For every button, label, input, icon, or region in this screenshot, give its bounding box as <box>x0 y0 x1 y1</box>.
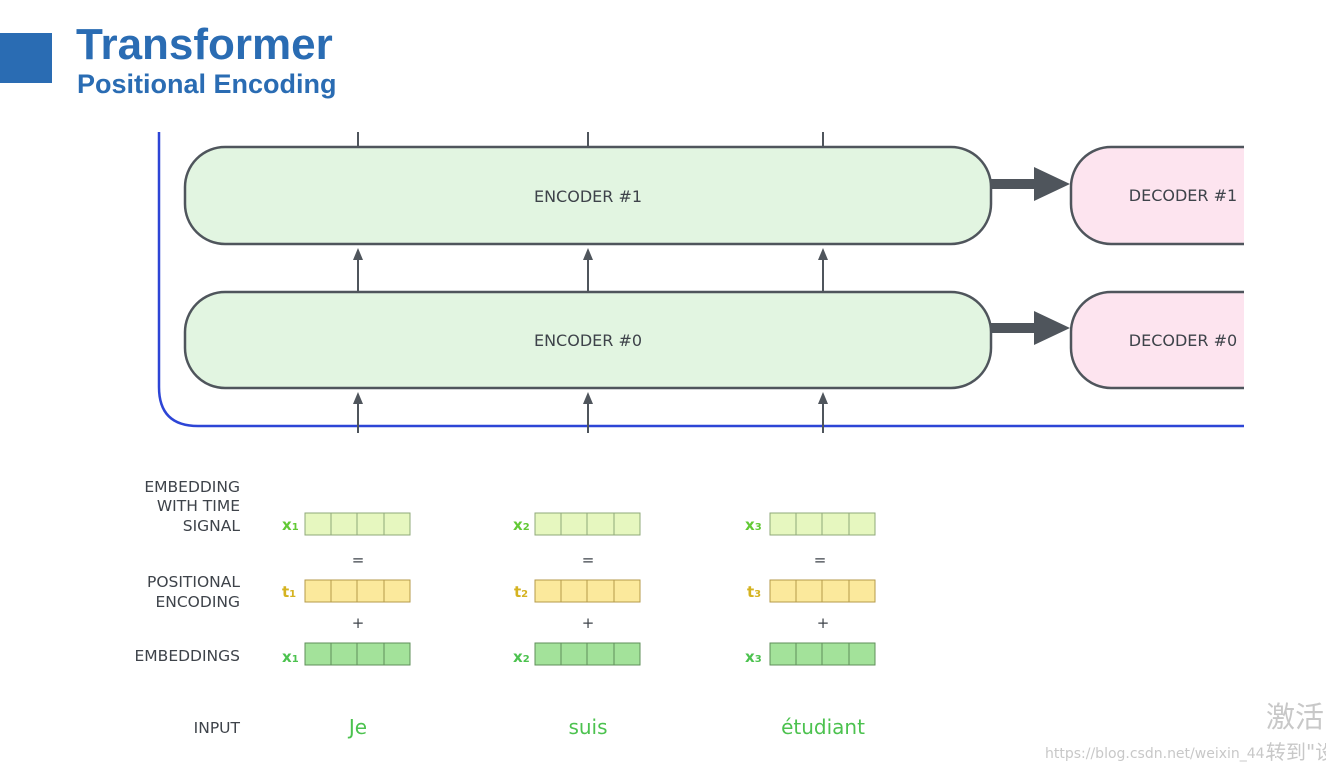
encoder-0-label: ENCODER #0 <box>534 331 642 350</box>
positional-cell <box>383 579 411 603</box>
positional-cell <box>848 579 876 603</box>
time-signal-vector-name-2: x2 <box>513 516 530 534</box>
encoder-1-to-decoder-1-arrow <box>991 167 1070 201</box>
decoder-0-box <box>1069 290 1244 390</box>
embedding-cell <box>848 642 876 666</box>
positional-cell <box>534 579 562 603</box>
encoder-stack-frame <box>157 132 1244 428</box>
input-word-3: étudiant <box>781 715 865 739</box>
encoder-0-to-decoder-0-arrow <box>991 311 1070 345</box>
token-column-1: x1 = t1 + x1 Je <box>282 512 411 739</box>
time-signal-cell <box>356 512 385 536</box>
column-1-flow-arrows <box>353 132 363 433</box>
watermark-settings-text: 转到"设 <box>1266 740 1326 764</box>
row-label-embeddings: EMBEDDINGS <box>135 647 240 665</box>
decoder-1-box <box>1069 145 1244 246</box>
embedding-cell <box>821 642 850 666</box>
time-signal-vector-name-1: x1 <box>282 516 299 534</box>
plus-sign: + <box>817 614 830 632</box>
equals-sign: = <box>814 551 827 569</box>
embedding-vector-name-1: x1 <box>282 648 299 666</box>
column-2-flow-arrows <box>583 132 593 433</box>
token-column-2: x2 = t2 + x2 suis <box>513 512 641 739</box>
row-label-embedding-with-time-signal-line1: EMBEDDING <box>144 478 240 496</box>
positional-cell <box>821 579 850 603</box>
positional-cell <box>769 579 797 603</box>
positional-vector-name-3: t3 <box>747 583 761 601</box>
positional-cell <box>356 579 385 603</box>
watermark-url: https://blog.csdn.net/weixin_44... <box>1045 746 1278 762</box>
token-column-3: x3 = t3 + x3 étudiant <box>745 512 876 739</box>
positional-vector-name-2: t2 <box>514 583 528 601</box>
watermark-activate-text: 激活 <box>1266 700 1325 734</box>
time-signal-cell <box>383 512 411 536</box>
positional-cell <box>560 579 588 603</box>
column-3-flow-arrows <box>818 132 828 433</box>
positional-cell <box>304 579 332 603</box>
positional-cell <box>613 579 641 603</box>
row-label-input: INPUT <box>194 719 241 737</box>
row-label-embedding-with-time-signal-line3: SIGNAL <box>183 517 241 535</box>
slide-title: Transformer <box>76 20 333 69</box>
positional-vector-name-1: t1 <box>282 583 296 601</box>
plus-sign: + <box>352 614 365 632</box>
embedding-cell <box>613 642 641 666</box>
decoder-0-label: DECODER #0 <box>1129 331 1237 350</box>
input-word-1: Je <box>347 715 367 739</box>
decoder-1-label: DECODER #1 <box>1129 186 1237 205</box>
positional-cell <box>795 579 823 603</box>
plus-sign: + <box>582 614 595 632</box>
embedding-cell <box>383 642 411 666</box>
input-word-2: suis <box>568 715 607 739</box>
embedding-cell <box>356 642 385 666</box>
time-signal-cell <box>821 512 850 536</box>
positional-cell <box>330 579 358 603</box>
embedding-cell <box>586 642 615 666</box>
embedding-vector-name-3: x3 <box>745 648 762 666</box>
time-signal-cell <box>330 512 358 536</box>
time-signal-cell <box>769 512 797 536</box>
embedding-cell <box>304 642 332 666</box>
time-signal-cell <box>586 512 615 536</box>
embedding-cell <box>534 642 562 666</box>
time-signal-cell <box>613 512 641 536</box>
row-label-positional-encoding-line2: ENCODING <box>155 593 240 611</box>
slide-marker <box>0 33 52 83</box>
embedding-cell <box>560 642 588 666</box>
positional-cell <box>586 579 615 603</box>
time-signal-cell <box>848 512 876 536</box>
time-signal-cell <box>560 512 588 536</box>
time-signal-cell <box>795 512 823 536</box>
embedding-cell <box>330 642 358 666</box>
time-signal-cell <box>304 512 332 536</box>
equals-sign: = <box>582 551 595 569</box>
equals-sign: = <box>352 551 365 569</box>
row-label-positional-encoding-line1: POSITIONAL <box>147 573 240 591</box>
time-signal-cell <box>534 512 562 536</box>
embedding-vector-name-2: x2 <box>513 648 530 666</box>
embedding-cell <box>795 642 823 666</box>
slide-subtitle: Positional Encoding <box>77 69 337 99</box>
time-signal-vector-name-3: x3 <box>745 516 762 534</box>
embedding-cell <box>769 642 797 666</box>
encoder-1-label: ENCODER #1 <box>534 187 642 206</box>
row-label-embedding-with-time-signal-line2: WITH TIME <box>157 497 240 515</box>
